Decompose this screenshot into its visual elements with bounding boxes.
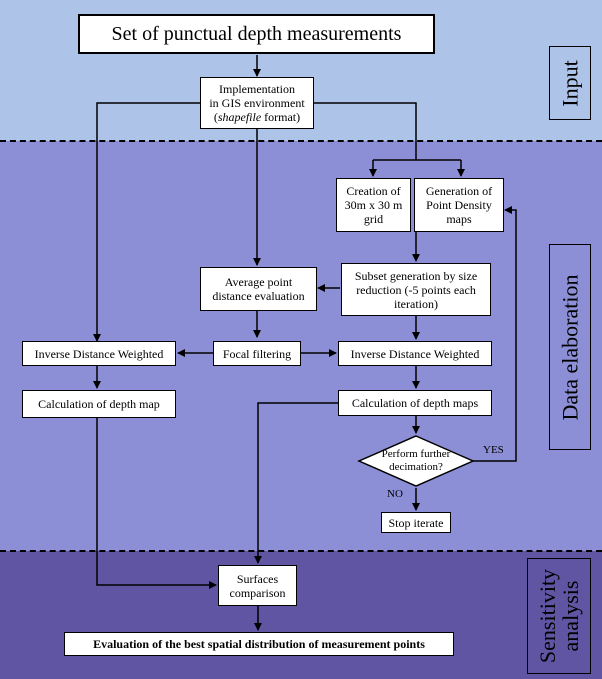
subset-generation-box: Subset generation by size reduction (-5 … — [341, 263, 491, 316]
average-distance-box: Average point distance evaluation — [200, 267, 317, 311]
grid-creation-box: Creation of 30m x 30 m grid — [336, 178, 411, 232]
implementation-box: Implementation in GIS environment (shape… — [200, 77, 314, 129]
decision-diamond — [357, 435, 475, 487]
calc-depth-map-box: Calculation of depth map — [22, 390, 176, 418]
data-elaboration-label: Data elaboration — [549, 244, 591, 450]
data-elaboration-label-text: Data elaboration — [557, 274, 583, 420]
arrow — [473, 206, 517, 462]
idw-right-box: Inverse Distance Weighted — [338, 341, 492, 366]
arrow — [254, 402, 338, 564]
surfaces-comparison-box: Surfaces comparison — [218, 565, 297, 606]
point-density-box: Generation of Point Density maps — [414, 178, 504, 232]
idw-left-box: Inverse Distance Weighted — [22, 341, 176, 366]
arrow — [96, 418, 217, 589]
input-label-text: Input — [557, 59, 583, 107]
yes-label: YES — [483, 444, 504, 456]
arrow — [93, 102, 200, 342]
focal-filtering-box: Focal filtering — [213, 341, 301, 366]
sensitivity-analysis-section — [0, 551, 602, 679]
stop-iterate-box: Stop iterate — [381, 512, 451, 533]
section-divider — [0, 140, 602, 142]
evaluation-box: Evaluation of the best spatial distribut… — [64, 632, 454, 656]
decision-text: Perform further decimation? — [381, 448, 451, 473]
calc-depth-maps-box: Calculation of depth maps — [338, 390, 492, 416]
arrow — [314, 102, 461, 161]
section-divider — [0, 550, 602, 552]
input-section-label: Input — [549, 46, 591, 120]
input-box: Set of punctual depth measurements — [78, 14, 435, 54]
no-label: NO — [387, 488, 403, 500]
